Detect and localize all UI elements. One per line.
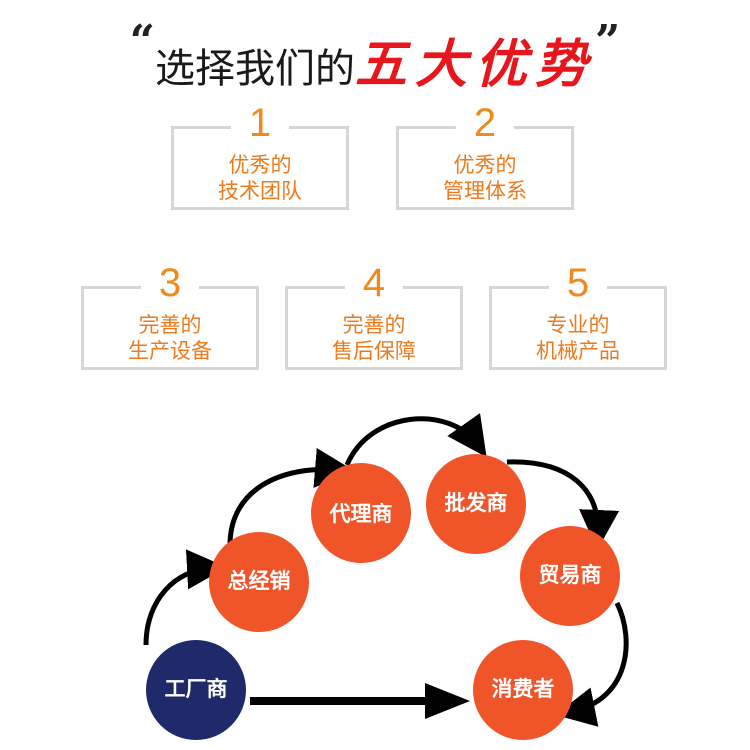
direct-arrow-head <box>425 683 470 719</box>
flow-arrow <box>143 549 227 646</box>
flow-arrow <box>555 601 629 727</box>
advantage-card-5: 5 专业的 机械产品 <box>489 259 667 370</box>
node-agent <box>311 463 411 563</box>
node-wholesaler <box>426 454 526 554</box>
node-factory <box>146 640 246 740</box>
advantage-line1: 完善的 <box>342 313 406 337</box>
advantage-number: 4 <box>344 259 404 307</box>
advantage-number: 5 <box>548 259 608 307</box>
flow-arrow <box>344 413 487 466</box>
node-general-distributor <box>209 532 309 632</box>
node-label: 总经销 <box>228 569 291 593</box>
advantage-line2: 管理体系 <box>443 179 527 203</box>
advantage-card-1: 1 优秀的 技术团队 <box>171 99 349 210</box>
advantage-card-2: 2 优秀的 管理体系 <box>396 99 574 210</box>
flow-arrow <box>506 459 620 550</box>
advantage-card-4: 4 完善的 售后保障 <box>285 259 463 370</box>
advantage-line1: 优秀的 <box>453 153 517 177</box>
node-trader <box>520 526 620 626</box>
flow-arrow <box>227 448 355 546</box>
advantage-line2: 技术团队 <box>218 179 302 203</box>
close-quote: ” <box>595 16 621 67</box>
advantage-number: 3 <box>140 259 200 307</box>
advantage-line2: 售后保障 <box>332 339 416 363</box>
advantage-line1: 优秀的 <box>228 153 292 177</box>
open-quote: “ <box>129 16 155 67</box>
advantage-line2: 机械产品 <box>536 339 620 363</box>
advantage-line1: 完善的 <box>138 313 202 337</box>
node-label: 工厂商 <box>165 677 228 701</box>
node-label: 消费者 <box>492 677 555 701</box>
title-highlight: 五大优势 <box>354 34 595 95</box>
advantage-line1: 专业的 <box>546 313 610 337</box>
advantage-number: 1 <box>230 99 290 147</box>
advantage-number: 2 <box>455 99 515 147</box>
node-consumer <box>473 640 573 740</box>
advantage-line2: 生产设备 <box>128 339 212 363</box>
node-label: 贸易商 <box>539 563 602 587</box>
node-label: 批发商 <box>445 491 508 515</box>
title-prefix: 选择我们的 <box>154 46 355 92</box>
advantage-card-3: 3 完善的 生产设备 <box>81 259 259 370</box>
node-label: 代理商 <box>329 502 393 526</box>
page-title: “选择我们的五大优势” <box>0 20 750 97</box>
